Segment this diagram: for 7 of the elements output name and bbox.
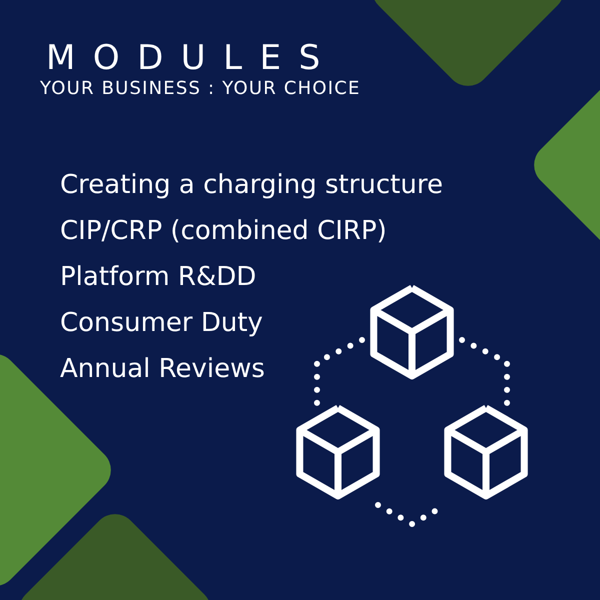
list-item: Consumer Duty bbox=[60, 308, 263, 338]
list-item: Platform R&DD bbox=[60, 262, 256, 292]
list-item: Creating a charging structure bbox=[60, 170, 443, 200]
subtitle: YOUR BUSINESS : YOUR CHOICE bbox=[40, 78, 361, 99]
title: MODULES bbox=[46, 38, 338, 78]
list-item: Annual Reviews bbox=[60, 354, 265, 384]
list-item: CIP/CRP (combined CIRP) bbox=[60, 216, 387, 246]
